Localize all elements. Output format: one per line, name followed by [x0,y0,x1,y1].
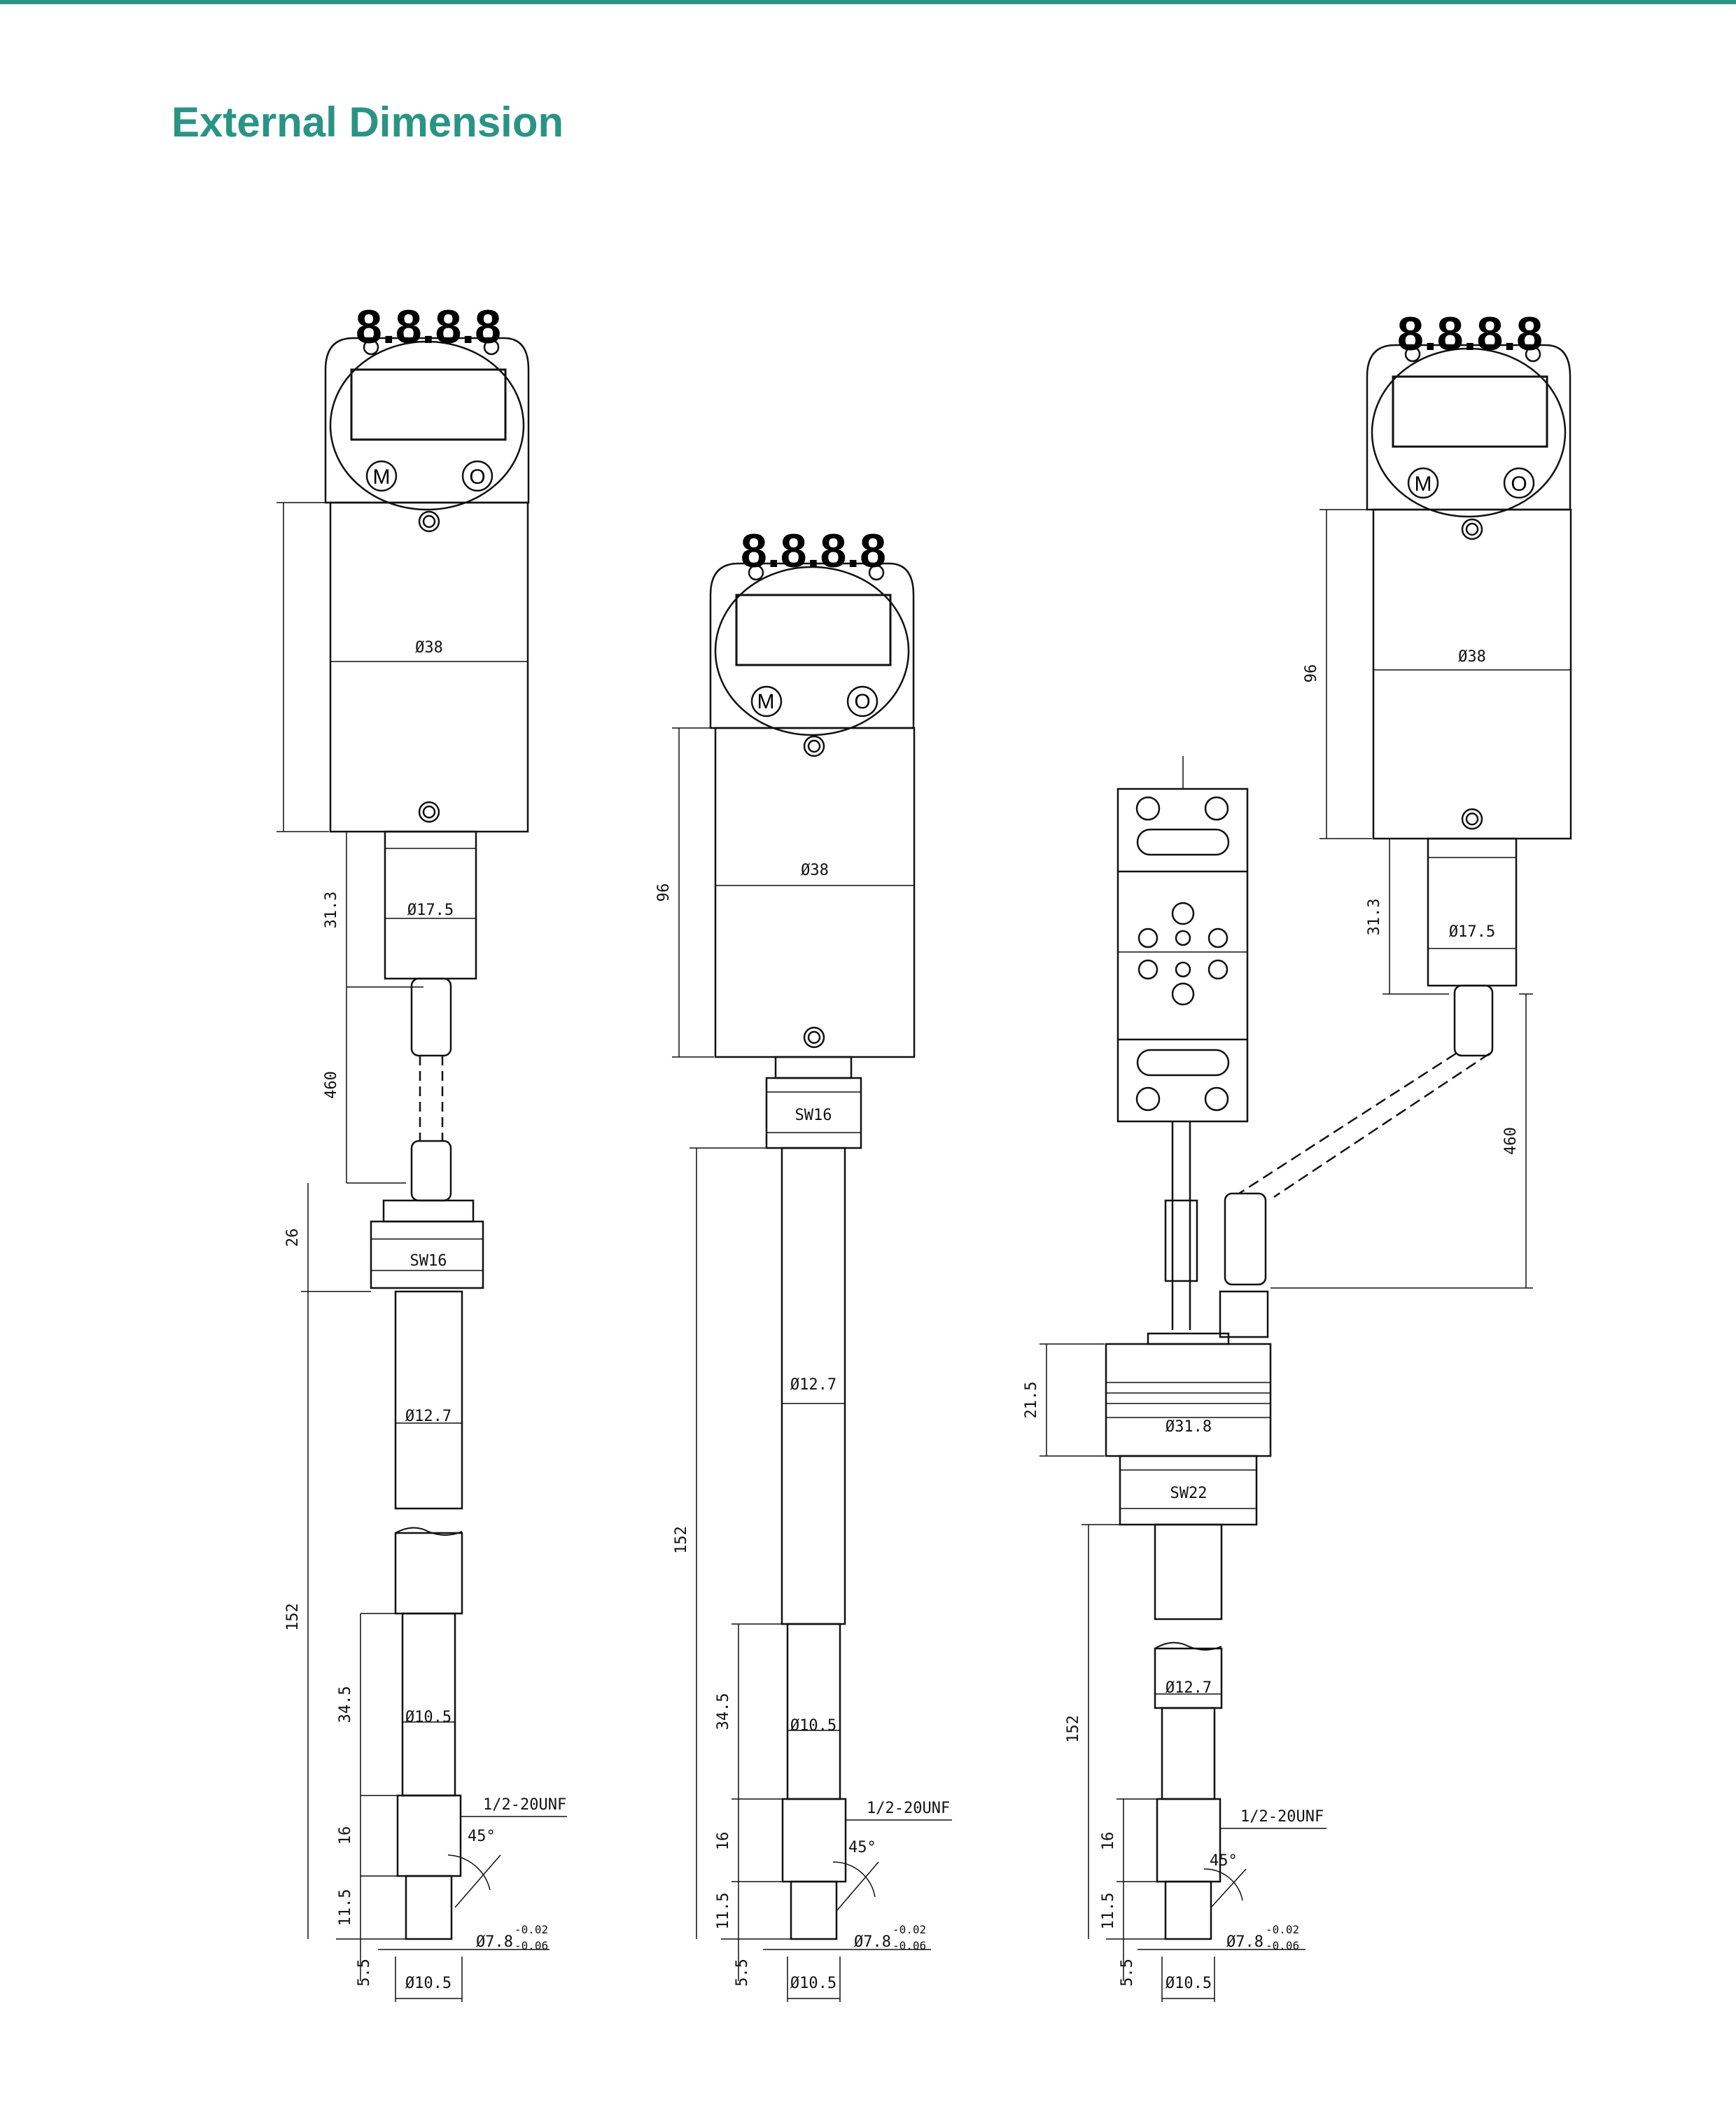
m-button-label: M [757,690,775,713]
label-base-diameter: Ø10.5 [790,1975,836,1992]
housing-body [1372,508,1572,840]
label-probe-length: 152 [284,1603,302,1631]
label-connector-diameter: Ø17.5 [1449,923,1495,941]
o-button-label: O [1511,472,1527,496]
label-body-diameter: Ø38 [415,639,443,657]
label-nose-diameter: Ø7.8 [476,1933,513,1951]
drawing-2-direct-mount: 8.8.8.8 M O Ø38 96 SW16 Ø12.7 Ø10.5 152 … [655,524,952,2002]
label-cable-length: 460 [323,1071,340,1099]
page-title: External Dimension [172,99,564,146]
drawing-3-remote-bracket: 8.8.8.8 M O Ø38 96 Ø17.5 31.3 460 [1023,307,1572,2002]
m-button-label: M [1415,472,1432,496]
label-hex-size: SW16 [410,1252,447,1270]
label-hex-size: SW22 [1170,1485,1208,1502]
drawing-1-remote-cable: 8.8.8.8 M O Ø38 Ø17.5 31.3 460 SW16 26 [276,300,567,2002]
label-thread: 1/2-20UNF [1240,1808,1324,1826]
label-tol-lower: -0.06 [514,1939,548,1952]
label-chamfer-angle: 45° [468,1828,496,1845]
label-base-diameter: Ø10.5 [1166,1975,1212,1992]
label-body-diameter: Ø38 [1458,648,1486,666]
label-tip-diameter: Ø10.5 [405,1709,451,1726]
label-tol-lower: -0.06 [892,1939,926,1952]
label-chamfer-angle: 45° [1210,1852,1238,1870]
screw-icon [803,1026,825,1049]
label-probe-diameter: Ø12.7 [1166,1679,1212,1697]
label-base-diameter: Ø10.5 [405,1975,451,1992]
display-head [1366,344,1572,518]
label-tol-lower: -0.06 [1266,1939,1299,1952]
label-nose-length: 5.5 [734,1959,751,1987]
label-cable-length: 460 [1502,1127,1520,1155]
display-head [324,337,530,511]
label-tol-upper: -0.02 [514,1923,548,1936]
label-thread: 1/2-20UNF [483,1796,566,1814]
label-tol-upper: -0.02 [892,1923,926,1936]
o-button-label: O [469,465,485,489]
label-nose-diameter: Ø7.8 [1226,1933,1264,1951]
label-tip-length: 34.5 [337,1686,354,1723]
label-chamfer-angle: 45° [848,1839,876,1856]
m-button-label: M [373,465,391,489]
label-body-diameter: Ø38 [801,862,829,879]
housing-body [714,727,916,1058]
label-probe-length: 152 [673,1526,690,1554]
label-shoulder-length: 11.5 [715,1893,732,1930]
screw-icon [803,735,825,757]
label-nose-diameter: Ø7.8 [854,1933,891,1951]
mounting-bracket [1116,756,1249,1123]
label-housing-diameter: Ø31.8 [1166,1418,1212,1436]
label-body-height: 96 [1303,664,1320,683]
label-connector-height: 31.3 [1366,899,1383,936]
label-probe-diameter: Ø12.7 [790,1376,836,1394]
label-connector-height: 31.3 [323,892,340,929]
label-nose-length: 5.5 [1119,1959,1136,1987]
label-tol-upper: -0.02 [1266,1923,1299,1936]
screw-icon [1461,518,1483,540]
header-accent-bar [0,0,1736,4]
label-tip-diameter: Ø10.5 [790,1717,836,1735]
lcd-display: 8.8.8.8 [1397,307,1543,360]
label-thread-length: 16 [715,1832,732,1851]
label-hex-size: SW16 [795,1107,832,1124]
label-connector-diameter: Ø17.5 [407,902,454,919]
screw-icon [418,801,440,823]
label-probe-diameter: Ø12.7 [405,1408,451,1425]
label-tip-length: 34.5 [715,1693,732,1730]
lcd-display: 8.8.8.8 [741,524,886,578]
label-shoulder-length: 11.5 [1100,1893,1117,1930]
label-housing-height: 21.5 [1023,1382,1040,1419]
label-thread-length: 16 [1100,1832,1117,1851]
label-nose-length: 5.5 [356,1959,373,1987]
label-body-height: 96 [655,883,673,902]
label-probe-length: 152 [1065,1715,1082,1743]
display-head [709,562,915,736]
screw-icon [1461,808,1483,830]
label-thread: 1/2-20UNF [867,1800,950,1817]
o-button-label: O [854,690,870,713]
lcd-display: 8.8.8.8 [356,300,501,354]
label-hex-height: 26 [284,1228,302,1247]
label-shoulder-length: 11.5 [337,1889,354,1926]
screw-icon [418,510,440,533]
label-thread-length: 16 [337,1826,354,1845]
housing-body [329,501,529,833]
